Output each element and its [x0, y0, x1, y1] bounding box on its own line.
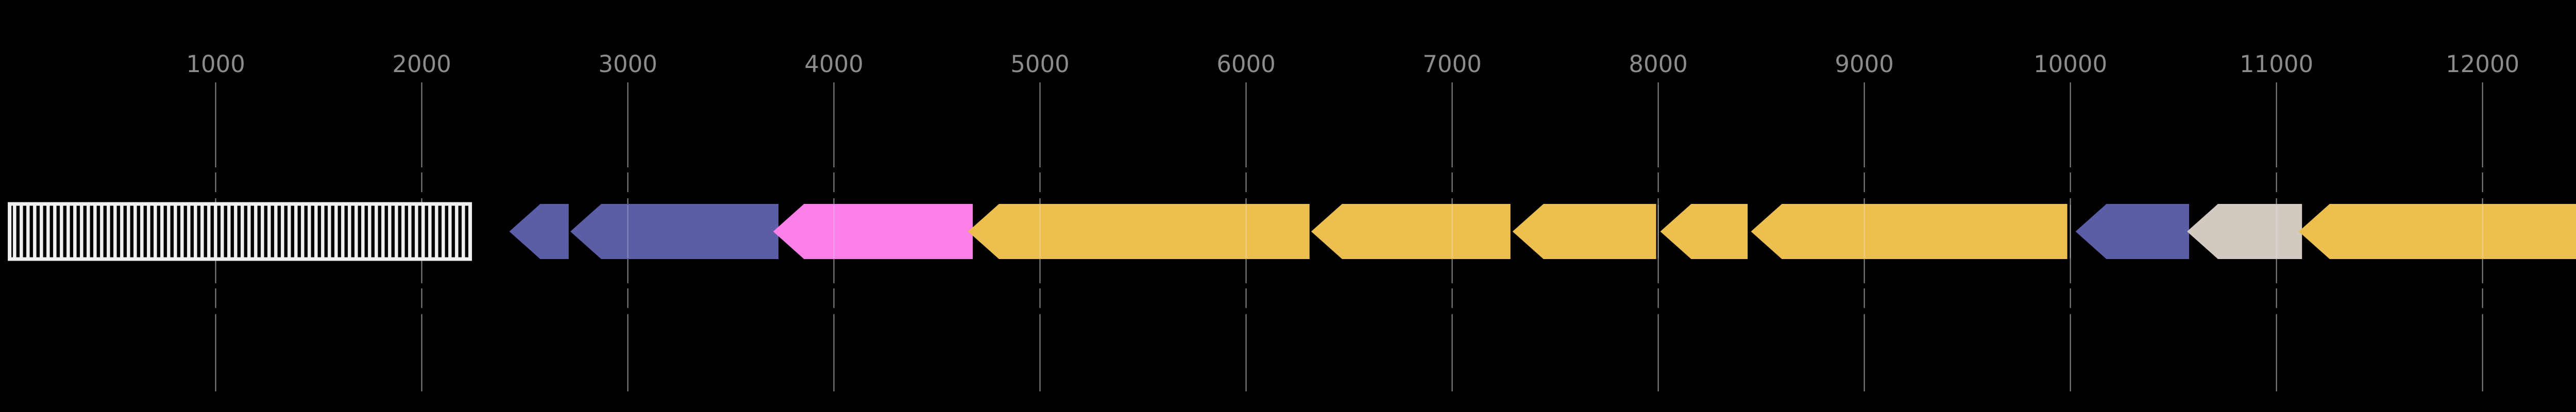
ruler-tick-label: 1000 [186, 50, 245, 78]
ruler-tick-label: 9000 [1835, 50, 1894, 78]
ruler-tick-label: 5000 [1010, 50, 1070, 78]
ruler-tick-label: 12000 [2446, 50, 2519, 78]
features-track [8, 202, 2576, 261]
ruler-tick-label: 3000 [598, 50, 657, 78]
feature-08-gene-arrow[interactable] [1660, 204, 1748, 259]
feature-03-gene-arrow[interactable] [570, 204, 778, 259]
feature-01-striped-region[interactable] [8, 202, 472, 261]
feature-04-gene-arrow[interactable] [773, 204, 973, 259]
feature-09-gene-arrow[interactable] [1751, 204, 2067, 259]
ruler-grid-overlay [215, 205, 2483, 258]
ruler-tick-label: 6000 [1216, 50, 1276, 78]
ruler-tick-label: 7000 [1422, 50, 1482, 78]
ruler-tick-label: 2000 [392, 50, 451, 78]
ruler-tick-label: 11000 [2240, 50, 2313, 78]
feature-10-gene-arrow[interactable] [2075, 204, 2189, 259]
feature-11-gene-arrow[interactable] [2187, 204, 2302, 259]
ruler-tick-label: 10000 [2033, 50, 2107, 78]
feature-02-gene-arrow[interactable] [509, 204, 569, 259]
feature-06-gene-arrow[interactable] [1311, 204, 1511, 259]
ruler-tick-label: 4000 [804, 50, 863, 78]
feature-05-gene-arrow[interactable] [968, 204, 1310, 259]
feature-12-gene-arrow[interactable] [2298, 204, 2576, 259]
feature-07-gene-arrow[interactable] [1512, 204, 1656, 259]
ruler-tick-label: 8000 [1629, 50, 1688, 78]
ruler-tick-labels: 1000 2000 3000 4000 5000 6000 7000 8000 9000 1000… [186, 50, 2519, 78]
